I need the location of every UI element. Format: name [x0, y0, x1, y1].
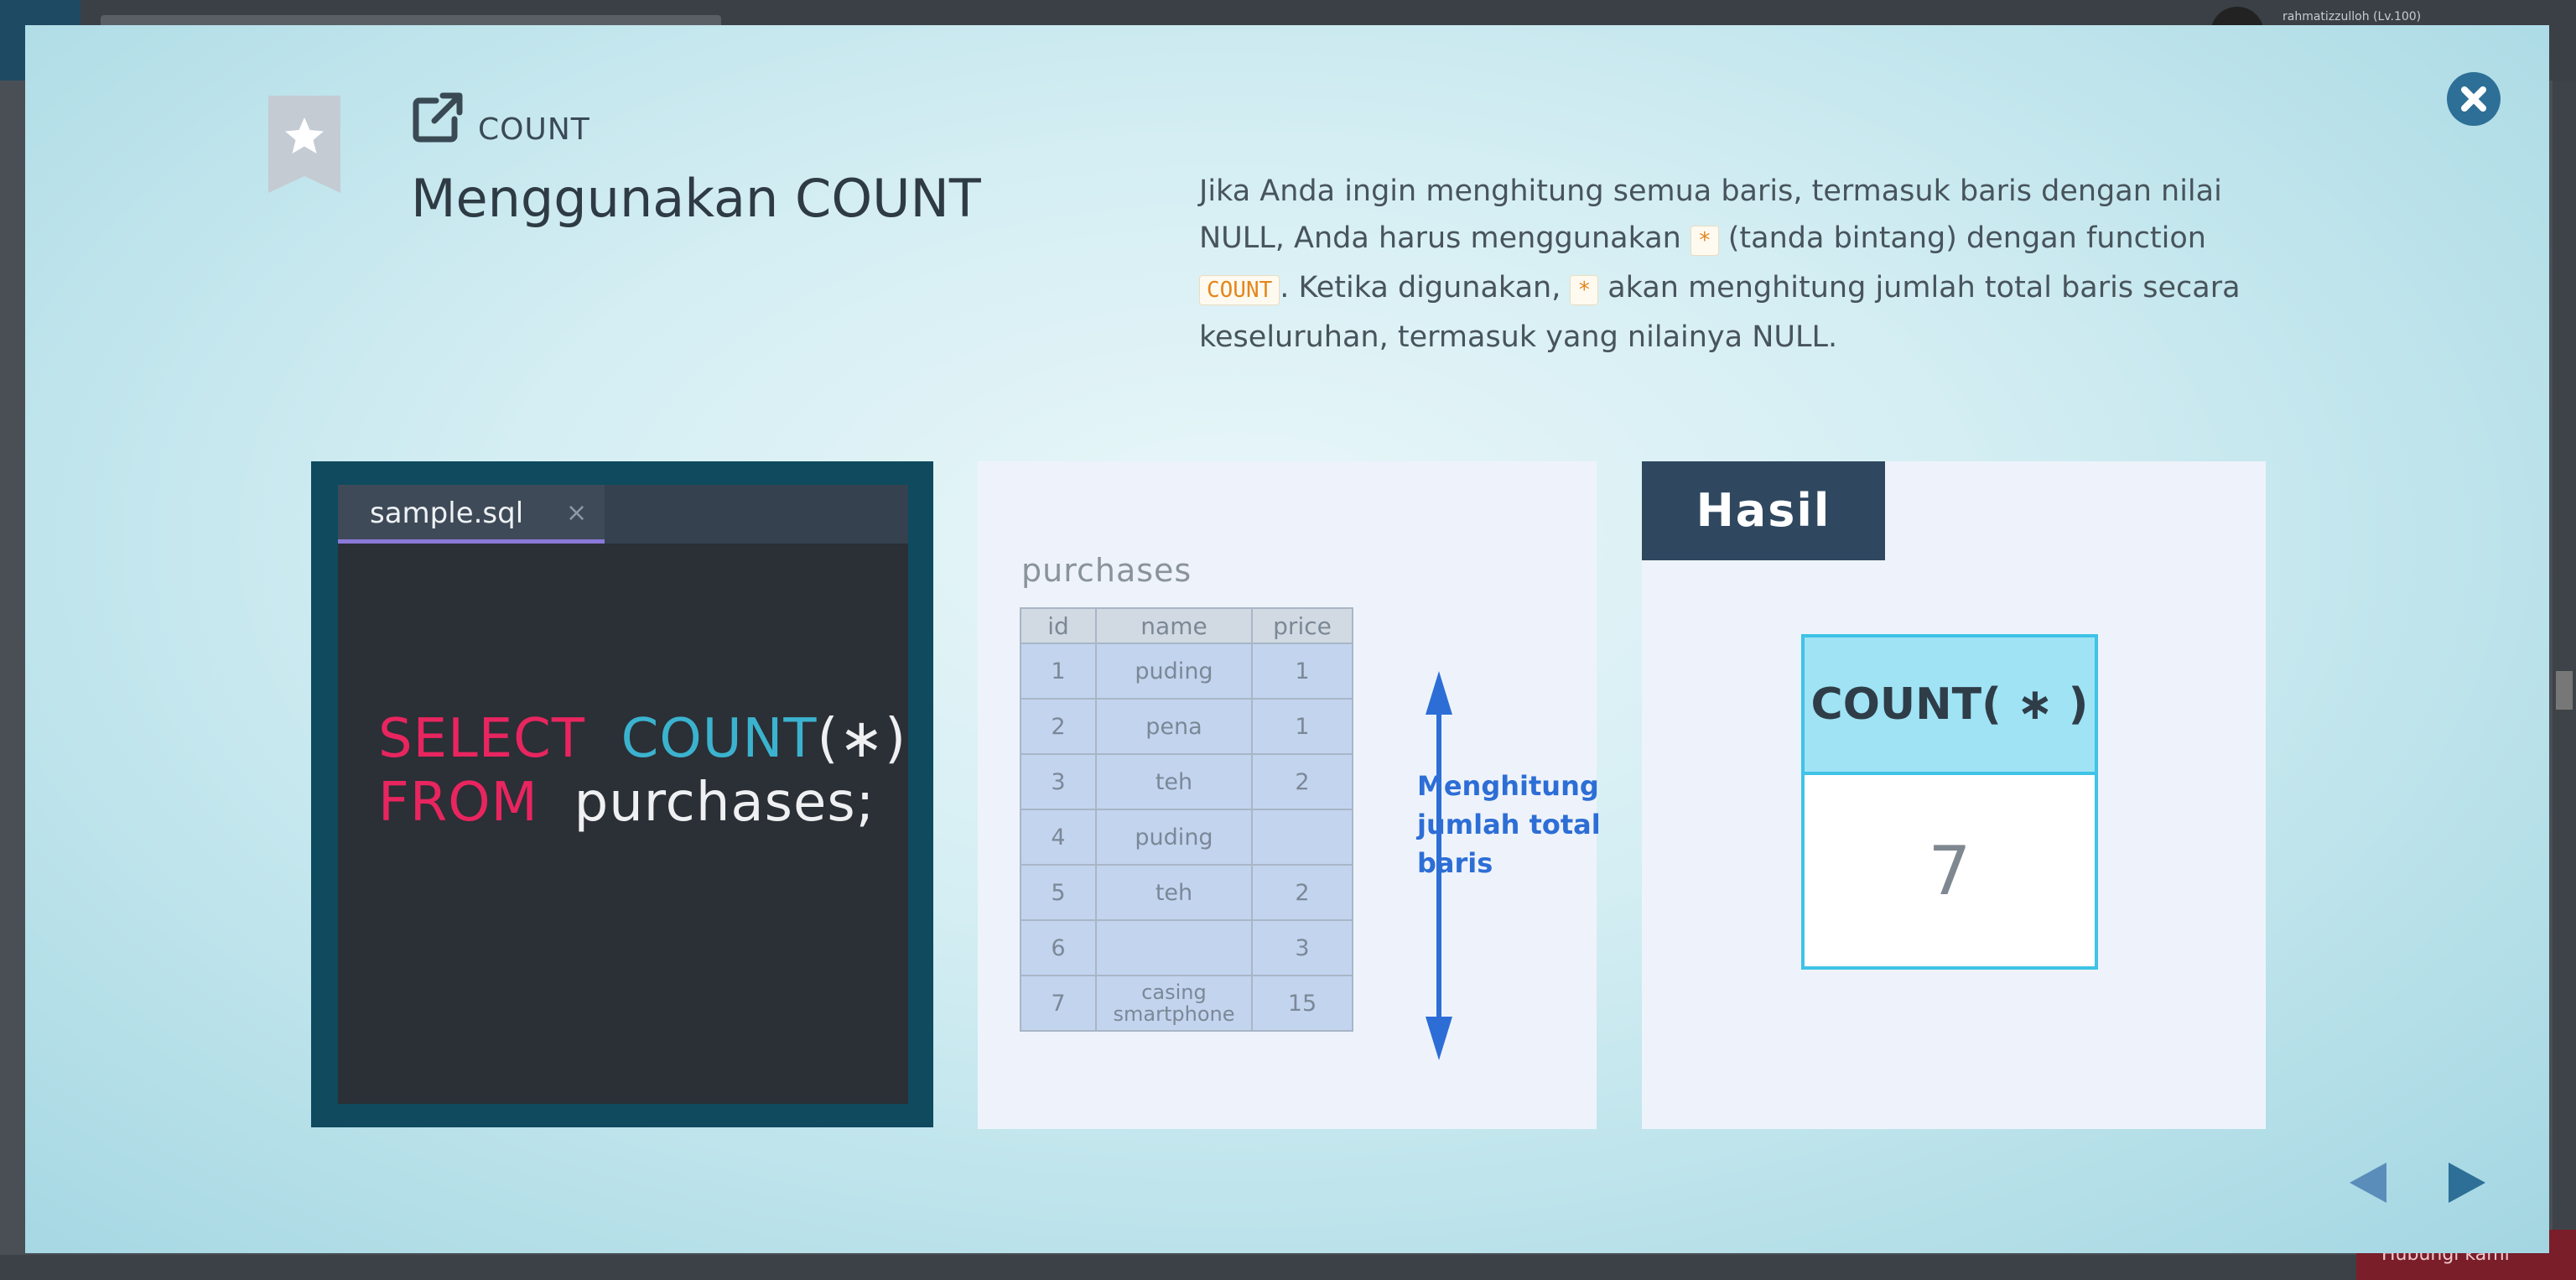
description-text: Jika Anda ingin menghitung semua baris, … [1199, 174, 2222, 255]
sql-function: COUNT [621, 708, 818, 770]
purchases-table-panel: purchases id name price 1 puding 1 2 pen… [978, 461, 1597, 1129]
table-cell: 1 [1020, 643, 1097, 700]
table-cell: pena [1095, 698, 1253, 755]
table-row: 5 teh 2 [1020, 864, 1353, 921]
result-panel: Hasil COUNT( ∗ ) 7 [1642, 461, 2266, 1129]
table-cell: 2 [1251, 864, 1353, 921]
result-value: 7 [1928, 832, 1971, 910]
result-header: Hasil [1642, 461, 1885, 560]
code-line-from: FROM purchases; [378, 772, 875, 834]
table-cell: 3 [1251, 919, 1353, 976]
purchases-table: id name price 1 puding 1 2 pena 1 3 [1020, 607, 1353, 1032]
table-row: 3 teh 2 [1020, 753, 1353, 810]
table-caption: purchases [1021, 552, 1192, 589]
table-cell: casing smartphone [1095, 975, 1253, 1032]
table-cell: 6 [1020, 919, 1097, 976]
background-scrollbar [2553, 81, 2576, 1255]
column-header: name [1095, 607, 1253, 644]
description-text: . Ketika digunakan, [1280, 271, 1571, 304]
close-icon[interactable]: × [566, 498, 588, 528]
lesson-title: Menggunakan COUNT [411, 168, 981, 229]
inline-code-star: * [1690, 226, 1719, 256]
inline-code-star: * [1570, 275, 1599, 305]
table-cell: 15 [1251, 975, 1353, 1032]
background-scrollbar-thumb [2556, 671, 2573, 710]
result-column-header: COUNT( ∗ ) [1805, 637, 2095, 775]
description-text: (tanda bintang) dengan function [1718, 221, 2206, 255]
sql-keyword: SELECT [378, 708, 585, 770]
triangle-right-icon[interactable] [2447, 1161, 2487, 1205]
table-cell: puding [1095, 643, 1253, 700]
double-arrow-icon [1426, 671, 1452, 1060]
table-row: 7 casing smartphone 15 [1020, 975, 1353, 1032]
lesson-tag: COUNT [478, 112, 590, 147]
external-link-icon [413, 92, 463, 143]
inline-code-count: COUNT [1199, 275, 1280, 305]
editor-tab[interactable]: sample.sql × [338, 485, 605, 544]
table-cell: 1 [1251, 643, 1353, 700]
column-header: price [1251, 607, 1353, 644]
sql-editor-panel: sample.sql × SELECT COUNT(∗) FROM purcha… [311, 461, 933, 1127]
star-bookmark-icon[interactable] [268, 96, 340, 193]
table-header-row: id name price [1020, 607, 1353, 644]
table-cell: 5 [1020, 864, 1097, 921]
table-cell: 3 [1020, 753, 1097, 810]
table-row: 2 pena 1 [1020, 698, 1353, 755]
table-cell: 2 [1020, 698, 1097, 755]
editor-tab-bar: sample.sql × [338, 485, 908, 544]
table-cell [1095, 919, 1253, 976]
table-cell: 2 [1251, 753, 1353, 810]
close-icon [2461, 86, 2486, 112]
table-cell: 4 [1020, 809, 1097, 866]
background-username: rahmatizzulloh (Lv.100) [2283, 10, 2422, 23]
sql-table-name: purchases; [574, 772, 875, 834]
triangle-left-icon[interactable] [2348, 1161, 2388, 1205]
close-button[interactable] [2447, 72, 2501, 126]
table-cell [1251, 809, 1353, 866]
table-cell: puding [1095, 809, 1253, 866]
table-row: 4 puding [1020, 809, 1353, 866]
table-cell: 7 [1020, 975, 1097, 1032]
lesson-description: Jika Anda ingin menghitung semua baris, … [1199, 168, 2281, 361]
table-row: 1 puding 1 [1020, 643, 1353, 700]
result-header-label: Hasil [1696, 484, 1831, 537]
editor-code-area: SELECT COUNT(∗) FROM purchases; [338, 544, 908, 1104]
description-text: akan menghitung jumlah total baris secar… [1199, 271, 2241, 354]
sql-keyword: FROM [378, 772, 538, 834]
table-cell: teh [1095, 864, 1253, 921]
code-line-select: SELECT COUNT(∗) [378, 708, 906, 770]
table-cell: teh [1095, 753, 1253, 810]
table-cell: 1 [1251, 698, 1353, 755]
background-bottom-bar [0, 1255, 2576, 1280]
lesson-slide-modal: COUNT Menggunakan COUNT Jika Anda ingin … [25, 25, 2549, 1253]
column-header: id [1020, 607, 1097, 644]
arrow-label: Menghitung jumlah total baris [1417, 770, 1601, 879]
sql-argument: (∗) [817, 708, 907, 770]
result-table: COUNT( ∗ ) 7 [1801, 634, 2098, 970]
editor-tab-label: sample.sql [370, 497, 524, 530]
table-row: 6 3 [1020, 919, 1353, 976]
